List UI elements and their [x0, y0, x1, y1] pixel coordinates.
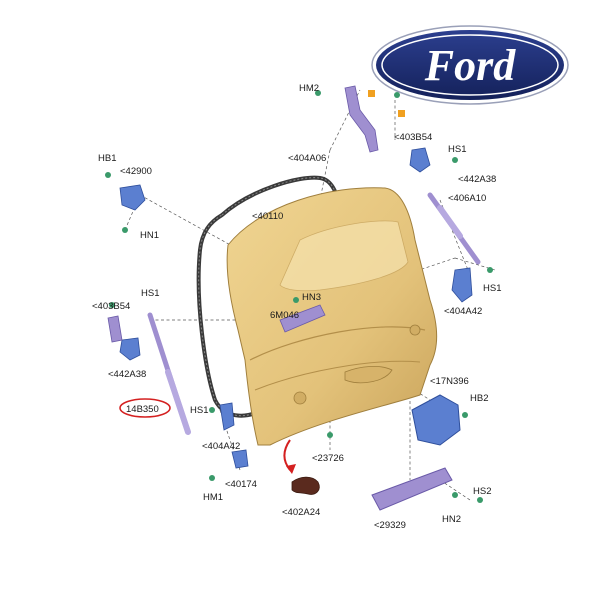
liftgate-panel — [226, 187, 438, 446]
bracket-left — [107, 315, 123, 343]
label-42900: <42900 — [120, 166, 152, 177]
label-hb1: HB1 — [98, 153, 116, 164]
label-406a10: <406A10 — [448, 193, 486, 204]
ford-logo: Ford — [371, 25, 569, 105]
striker-bracket-right — [451, 267, 473, 303]
hinge-left-upper — [119, 184, 146, 211]
trim-panel-bottom — [371, 467, 453, 511]
clip-icon — [368, 90, 375, 97]
label-hs2: HS2 — [473, 486, 491, 497]
label-402a24: <402A24 — [282, 507, 320, 518]
label-404a42-right: <404A42 — [444, 306, 482, 317]
hinge-lower-mid — [219, 402, 235, 431]
hinge-right-upper — [409, 147, 431, 173]
label-404a06: <404A06 — [288, 153, 326, 164]
label-hb2: HB2 — [470, 393, 488, 404]
bracket-lower-left — [231, 449, 249, 469]
red-arrowhead-icon — [286, 464, 296, 474]
clip-icon — [398, 110, 405, 117]
label-442a38-top: <442A38 — [458, 174, 496, 185]
label-6m046: 6M046 — [270, 310, 299, 321]
label-hs1-left: HS1 — [141, 288, 159, 299]
label-hm2: HM2 — [299, 83, 319, 94]
label-403b54-top: <403B54 — [394, 132, 432, 143]
wiper-motor-bracket — [279, 304, 326, 333]
latch-left — [119, 337, 141, 361]
label-hn3: HN3 — [302, 292, 321, 303]
hinge-bracket-top — [344, 85, 379, 153]
label-29329: <29329 — [374, 520, 406, 531]
bump-stop-part — [291, 476, 320, 495]
label-hm1: HM1 — [203, 492, 223, 503]
latch-assembly-right — [411, 394, 461, 446]
label-40110: <40110 — [252, 211, 283, 222]
highlighted-part-callout: 14B350 — [119, 398, 171, 418]
label-14b350: 14B350 — [126, 404, 159, 415]
label-17n396: <17N396 — [430, 376, 469, 387]
gas-strut-left — [147, 312, 191, 435]
label-hn2: HN2 — [442, 514, 461, 525]
part-labels: HM2 <403B54 HS1 <442A38 <406A10 <404A06 … — [92, 83, 501, 531]
fastener-icons — [105, 90, 493, 503]
label-442a38-left: <442A38 — [108, 369, 146, 380]
label-hs1-right: HS1 — [483, 283, 501, 294]
gas-strut-right — [427, 192, 481, 265]
label-23726: <23726 — [312, 453, 344, 464]
label-hn1: HN1 — [140, 230, 159, 241]
label-hs1-mid: HS1 — [190, 405, 208, 416]
label-40174: <40174 — [225, 479, 257, 490]
ford-logo-text: Ford — [424, 41, 516, 90]
label-403b54-left: <403B54 — [92, 301, 130, 312]
label-hs1-top: HS1 — [448, 144, 466, 155]
label-404a42-left: <404A42 — [202, 441, 240, 452]
